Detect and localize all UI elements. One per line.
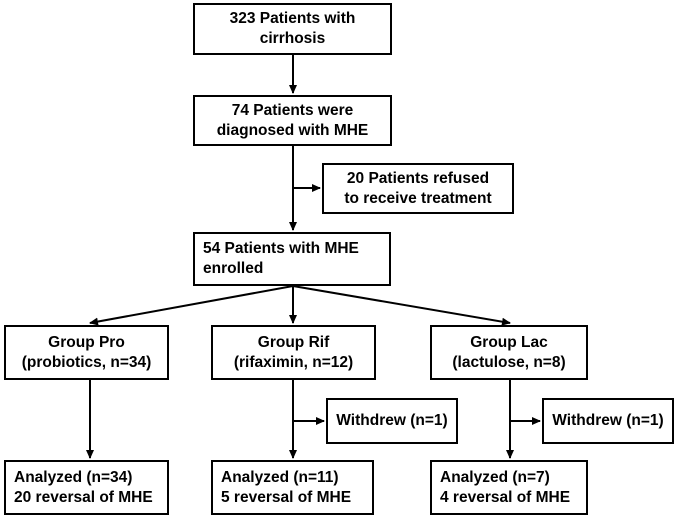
rif-reversal-text: 5 reversal of MHE <box>221 488 352 506</box>
rif-withdrew-text: Withdrew (n=1) <box>336 412 448 429</box>
lac-withdrew-box: Withdrew (n=1) <box>542 398 674 444</box>
refused-box: 20 Patients refused to receive treatment <box>322 163 514 214</box>
rif-analyzed-text: Analyzed (n=11) <box>221 468 339 486</box>
pro-analyzed-text: Analyzed (n=34) <box>14 468 133 486</box>
refused-line-2: to receive treatment <box>344 189 492 207</box>
enrolled-line-2: enrolled <box>203 260 264 277</box>
group-lac-box: Group Lac (lactulose, n=8) <box>430 325 588 380</box>
enrolled-line-1: 54 Patients with MHE <box>203 240 359 257</box>
group-pro-name: Group Pro <box>48 333 125 351</box>
rif-withdrew-box: Withdrew (n=1) <box>326 398 458 444</box>
group-rif-box: Group Rif (rifaximin, n=12) <box>211 325 376 380</box>
diagnosed-line-2: diagnosed with MHE <box>216 121 369 139</box>
refused-line-1: 20 Patients refused <box>346 169 490 187</box>
group-rif-name: Group Rif <box>257 333 330 351</box>
group-lac-detail: (lactulose, n=8) <box>452 353 566 371</box>
group-pro-detail: (probiotics, n=34) <box>21 353 152 371</box>
rif-analyzed-box: Analyzed (n=11) 5 reversal of MHE <box>211 460 374 515</box>
pro-analyzed-box: Analyzed (n=34) 20 reversal of MHE <box>4 460 169 515</box>
group-lac-name: Group Lac <box>470 333 548 351</box>
lac-analyzed-box: Analyzed (n=7) 4 reversal of MHE <box>430 460 588 515</box>
screening-line-2: cirrhosis <box>259 30 326 47</box>
screening-line-1: 323 Patients with <box>229 10 356 27</box>
lac-analyzed-text: Analyzed (n=7) <box>440 468 550 486</box>
enrolled-box: 54 Patients with MHE enrolled <box>193 232 391 286</box>
lac-reversal-text: 4 reversal of MHE <box>440 488 571 506</box>
diagnosed-box: 74 Patients were diagnosed with MHE <box>193 95 392 146</box>
group-pro-box: Group Pro (probiotics, n=34) <box>4 325 169 380</box>
lac-withdrew-text: Withdrew (n=1) <box>552 412 664 429</box>
pro-reversal-text: 20 reversal of MHE <box>14 488 153 506</box>
screening-box: 323 Patients with cirrhosis <box>193 3 392 55</box>
group-rif-detail: (rifaximin, n=12) <box>233 353 354 371</box>
arrow-enrolled-to-group-lac <box>292 285 511 326</box>
diagnosed-line-1: 74 Patients were <box>231 101 354 119</box>
arrow-enrolled-to-group-pro <box>89 285 294 326</box>
